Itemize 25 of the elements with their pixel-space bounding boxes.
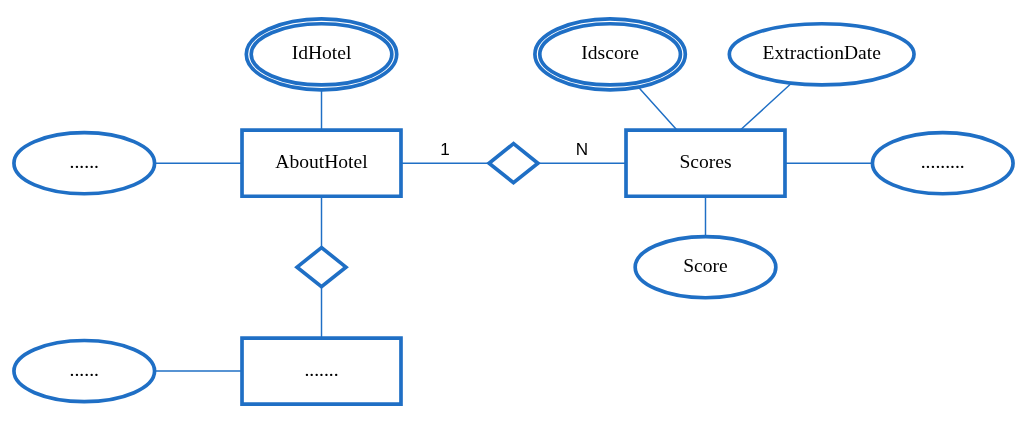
node-box: ....... (239, 336, 403, 406)
node-ellipse: Score (632, 234, 778, 300)
connector (153, 370, 243, 372)
connector (704, 195, 706, 238)
edge-label: N (575, 139, 588, 159)
node-ellipse: ...... (11, 130, 156, 196)
connector (536, 162, 626, 164)
connector (400, 162, 490, 164)
node-ellipse: Idscore (532, 17, 687, 92)
node-diamond (485, 141, 541, 186)
node-ellipse: ......... (870, 130, 1015, 196)
connector (783, 162, 873, 164)
node-ellipse: ExtractionDate (727, 21, 916, 87)
connector (637, 86, 678, 131)
node-box: Scores (623, 128, 787, 199)
node-ellipse: ...... (11, 338, 156, 404)
connector (153, 162, 243, 164)
connector (320, 195, 322, 249)
edge-label: 1 (439, 139, 450, 159)
node-diamond (293, 245, 349, 290)
connector (320, 286, 322, 339)
node-ellipse: IdHotel (243, 17, 399, 92)
connector (320, 89, 322, 131)
connector (739, 82, 792, 131)
node-box: AboutHotel (239, 128, 403, 199)
